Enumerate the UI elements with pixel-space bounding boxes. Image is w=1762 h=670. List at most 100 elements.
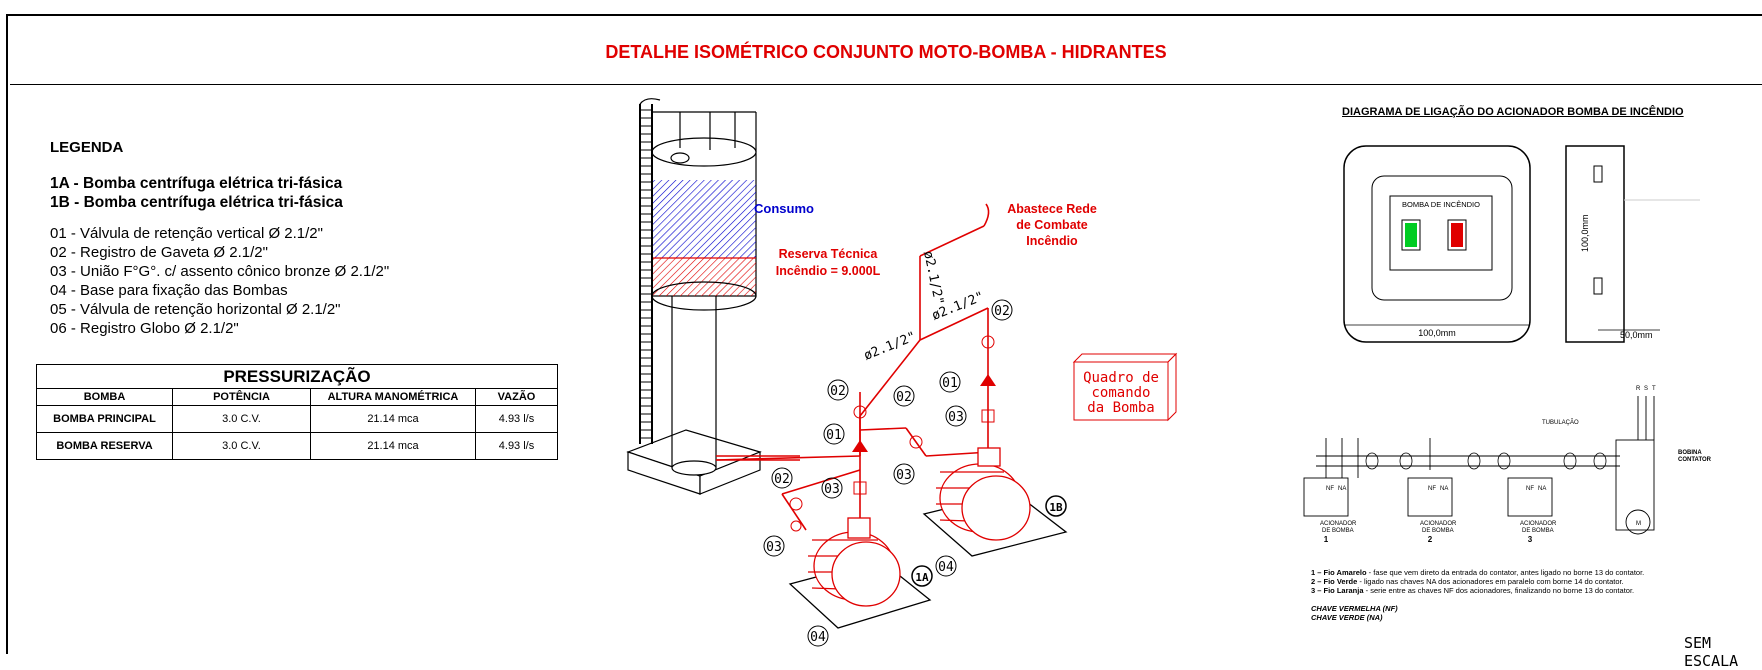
de-bomba-label: DE BOMBA <box>1322 528 1354 534</box>
wiring-notes: 1 – Fio Amarelo - fase que vem direto da… <box>1311 568 1644 622</box>
legend-item: 05 - Válvula de retenção horizontal Ø 2.… <box>50 301 341 318</box>
tag-01: 01 <box>942 376 958 391</box>
water-tower <box>626 98 762 495</box>
scale-note: SEM ESCALA <box>1684 634 1739 670</box>
tag-02: 02 <box>994 304 1010 319</box>
de-bomba-label: DE BOMBA <box>1522 528 1554 534</box>
acionador-number: 1 <box>1324 535 1329 544</box>
tag-02: 02 <box>830 384 846 399</box>
pressurization-table: PRESSURIZAÇÃO BOMBA POTÊNCIA ALTURA MANO… <box>36 364 558 460</box>
box-label: BOMBA DE INCÊNDIO <box>1402 200 1480 209</box>
union-fitting-icon <box>853 481 867 495</box>
table-row: BOMBA RESERVA 3.0 C.V. 21.14 mca 4.93 l/… <box>36 432 558 460</box>
page-title: DETALHE ISOMÉTRICO CONJUNTO MOTO-BOMBA -… <box>605 42 1167 62</box>
na-label: NA <box>1338 486 1346 492</box>
tubulacao-label: TUBULAÇÃO <box>1542 419 1579 426</box>
tag-02: 02 <box>896 390 912 405</box>
conduit-ellipses <box>1365 452 1607 470</box>
tag-1a: 1A <box>915 571 929 584</box>
acionador-label: ACIONADOR <box>1420 521 1457 527</box>
consumption-volume <box>652 180 756 258</box>
note-line: 1 – Fio Amarelo - fase que vem direto da… <box>1311 568 1645 577</box>
consumo-label: Consumo <box>754 201 814 216</box>
abastece-label-line2: de Combate <box>1016 218 1088 232</box>
gate-valve-icon <box>981 335 995 349</box>
wiring-schematic <box>1303 396 1655 535</box>
table-cell: 3.0 C.V. <box>172 432 311 460</box>
table-cell: 21.14 mca <box>310 405 476 433</box>
union-fitting-icon <box>981 409 995 423</box>
control-panel-box: Quadro de comando da Bomba <box>1072 352 1178 422</box>
pump-1b <box>922 447 1068 557</box>
chave-verde: CHAVE VERDE (NA) <box>1311 613 1383 622</box>
contator-label: CONTATOR <box>1678 457 1712 463</box>
control-box-front: BOMBA DE INCÊNDIO 100,0mm <box>1343 145 1531 343</box>
pipe-diameter-label: ø2.1/2" <box>920 250 946 307</box>
control-box-side: 100,0mm 50,0mm <box>1565 145 1700 343</box>
gate-valve-icon <box>909 435 923 449</box>
red-button <box>1451 223 1463 247</box>
tag-03: 03 <box>948 410 964 425</box>
wiring-diagram-title: DIAGRAMA DE LIGAÇÃO DO ACIONADOR BOMBA D… <box>1342 106 1684 118</box>
table-cell: 21.14 mca <box>310 432 476 460</box>
tag-04: 04 <box>938 560 954 575</box>
pump-1a <box>788 517 932 629</box>
ladder-rungs <box>640 109 652 439</box>
legend-item: 01 - Válvula de retenção vertical Ø 2.1/… <box>50 225 323 242</box>
na-label: NA <box>1440 486 1448 492</box>
legend-pump-1a: 1A - Bomba centrífuga elétrica tri-fásic… <box>50 175 343 192</box>
nf-label: NF <box>1428 486 1436 492</box>
quadro-label-line3: da Bomba <box>1087 400 1154 416</box>
fire-pipe-network <box>715 203 991 531</box>
de-bomba-label: DE BOMBA <box>1422 528 1454 534</box>
tag-03: 03 <box>824 482 840 497</box>
legend-item: 03 - União F°G°. c/ assento cônico bronz… <box>50 263 390 280</box>
nf-label: NF <box>1526 486 1534 492</box>
phase-s: S <box>1644 386 1648 392</box>
drawing-border <box>6 14 1762 654</box>
motor-label: M <box>1636 521 1641 527</box>
check-valve-icon <box>980 374 996 386</box>
na-label: NA <box>1538 486 1546 492</box>
table-header: ALTURA MANOMÉTRICA <box>310 388 476 406</box>
chave-vermelha: CHAVE VERMELHA (NF) <box>1311 604 1398 613</box>
pipe-diameter-label: ø2.1/2" <box>862 329 918 363</box>
tag-04: 04 <box>810 630 826 645</box>
reserve-volume <box>652 258 756 296</box>
dim-width: 100,0mm <box>1418 328 1456 338</box>
union-fitting-icon <box>790 520 802 532</box>
legend-item: 02 - Registro de Gaveta Ø 2.1/2" <box>50 244 268 261</box>
tag-02: 02 <box>774 472 790 487</box>
table-header: VAZÃO <box>475 388 558 406</box>
nf-label: NF <box>1326 486 1334 492</box>
quadro-label-line1: Quadro de <box>1083 370 1159 386</box>
gate-valve-icon <box>853 405 867 419</box>
table-row: BOMBA PRINCIPAL 3.0 C.V. 21.14 mca 4.93 … <box>36 405 558 433</box>
legend-heading: LEGENDA <box>50 139 124 156</box>
table-cell: BOMBA RESERVA <box>36 432 173 460</box>
legend: LEGENDA 1A - Bomba centrífuga elétrica t… <box>50 138 389 338</box>
table-caption: PRESSURIZAÇÃO <box>36 364 558 389</box>
bobina-label: BOBINA <box>1678 450 1702 456</box>
green-button <box>1405 223 1417 247</box>
table-cell: 4.93 l/s <box>475 432 558 460</box>
phase-t: T <box>1652 386 1656 392</box>
legend-item: 06 - Registro Globo Ø 2.1/2" <box>50 320 239 337</box>
dim-height: 100,0mm <box>1580 214 1590 252</box>
gate-valve-icon <box>789 497 803 511</box>
dim-depth: 50,0mm <box>1620 330 1653 340</box>
acionador-number: 3 <box>1528 535 1533 544</box>
phase-r: R <box>1636 386 1641 392</box>
acionador-label: ACIONADOR <box>1520 521 1557 527</box>
acionador-label: ACIONADOR <box>1320 521 1357 527</box>
note-line: 2 – Fio Verde - ligado nas chaves NA dos… <box>1311 577 1624 586</box>
note-line: 3 – Fio Laranja - serie entre as chaves … <box>1311 586 1635 595</box>
title-block: DETALHE ISOMÉTRICO CONJUNTO MOTO-BOMBA -… <box>10 18 1762 85</box>
quadro-label-line2: comando <box>1091 385 1150 401</box>
isometric-drawing: Consumo Reserva Técnica Incêndio = 9.000… <box>626 98 1712 647</box>
legend-pump-1b: 1B - Bomba centrífuga elétrica tri-fásic… <box>50 194 343 211</box>
abastece-label-line3: Incêndio <box>1026 234 1078 248</box>
reserva-label-line1: Reserva Técnica <box>779 247 879 261</box>
acionador-number: 2 <box>1428 535 1433 544</box>
check-valve-icon <box>852 440 868 452</box>
